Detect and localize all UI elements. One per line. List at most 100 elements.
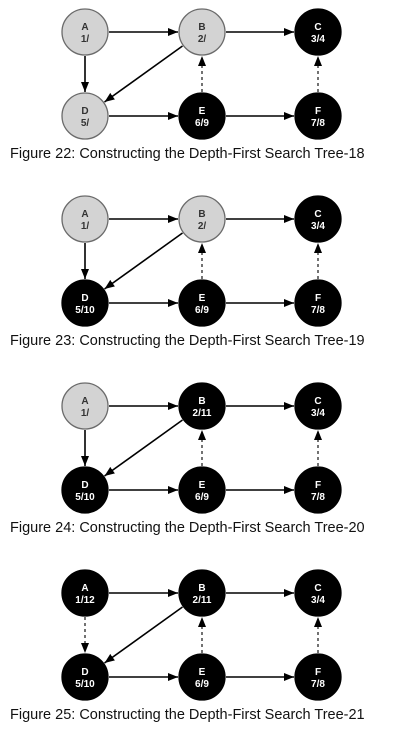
node-circle	[294, 279, 342, 327]
figure-caption: Figure 25: Constructing the Depth-First …	[10, 707, 365, 723]
node-circle	[61, 195, 109, 243]
node-f: F7/8	[294, 92, 342, 140]
node-label: E	[199, 667, 206, 678]
node-time: 7/8	[311, 679, 325, 690]
node-time: 5/10	[75, 679, 95, 690]
node-label: C	[314, 22, 321, 33]
node-label: D	[81, 293, 88, 304]
figure-caption: Figure 24: Constructing the Depth-First …	[10, 520, 365, 536]
node-time: 1/	[81, 34, 90, 45]
node-b: B2/11	[178, 382, 226, 430]
node-d: D5/10	[61, 279, 109, 327]
node-label: E	[199, 293, 206, 304]
node-a: A1/	[61, 382, 109, 430]
node-label: C	[314, 209, 321, 220]
node-b: B2/	[178, 195, 226, 243]
node-d: D5/10	[61, 466, 109, 514]
node-circle	[294, 195, 342, 243]
node-time: 2/	[198, 221, 207, 232]
node-label: A	[81, 209, 88, 220]
node-d: D5/	[61, 92, 109, 140]
node-a: A1/12	[61, 569, 109, 617]
node-time: 6/9	[195, 679, 209, 690]
edge-b-d	[104, 45, 183, 103]
node-e: E6/9	[178, 653, 226, 701]
node-circle	[61, 8, 109, 56]
node-label: F	[315, 480, 321, 491]
node-label: A	[81, 22, 88, 33]
node-f: F7/8	[294, 279, 342, 327]
node-time: 6/9	[195, 305, 209, 316]
node-time: 3/4	[311, 408, 325, 419]
node-c: C3/4	[294, 382, 342, 430]
node-c: C3/4	[294, 8, 342, 56]
node-c: C3/4	[294, 569, 342, 617]
node-time: 3/4	[311, 34, 325, 45]
node-time: 2/	[198, 34, 207, 45]
node-label: D	[81, 106, 88, 117]
node-label: B	[198, 22, 205, 33]
node-b: B2/11	[178, 569, 226, 617]
node-label: E	[199, 106, 206, 117]
node-time: 3/4	[311, 221, 325, 232]
node-time: 7/8	[311, 118, 325, 129]
node-circle	[178, 382, 226, 430]
node-time: 2/11	[193, 408, 212, 419]
node-circle	[61, 569, 109, 617]
node-e: E6/9	[178, 92, 226, 140]
node-time: 7/8	[311, 492, 325, 503]
node-circle	[294, 569, 342, 617]
edge-b-d	[104, 232, 183, 290]
figure-caption: Figure 23: Constructing the Depth-First …	[10, 333, 365, 349]
node-time: 7/8	[311, 305, 325, 316]
node-d: D5/10	[61, 653, 109, 701]
node-c: C3/4	[294, 195, 342, 243]
node-time: 1/	[81, 408, 90, 419]
node-circle	[178, 569, 226, 617]
node-label: B	[198, 396, 205, 407]
node-f: F7/8	[294, 466, 342, 514]
node-circle	[178, 195, 226, 243]
node-circle	[294, 382, 342, 430]
dfs-graph: A1/B2/C3/4D5/E6/9 F7/8	[61, 8, 342, 140]
node-time: 5/10	[75, 305, 95, 316]
node-time: 5/	[81, 118, 90, 129]
node-time: 6/9	[195, 118, 209, 129]
node-circle	[61, 382, 109, 430]
figure-caption: Figure 22: Constructing the Depth-First …	[10, 146, 365, 162]
node-circle	[294, 92, 342, 140]
node-circle	[178, 653, 226, 701]
node-label: F	[315, 293, 321, 304]
node-time: 1/12	[75, 595, 95, 606]
node-a: A1/	[61, 8, 109, 56]
node-time: 6/9	[195, 492, 209, 503]
node-label: D	[81, 667, 88, 678]
node-circle	[178, 92, 226, 140]
node-label: B	[198, 583, 205, 594]
edge-b-d	[104, 606, 183, 664]
node-circle	[61, 653, 109, 701]
node-label: C	[314, 583, 321, 594]
node-b: B2/	[178, 8, 226, 56]
node-label: F	[315, 106, 321, 117]
node-label: B	[198, 209, 205, 220]
node-label: E	[199, 480, 206, 491]
node-label: A	[81, 583, 88, 594]
node-circle	[294, 8, 342, 56]
node-circle	[61, 279, 109, 327]
node-circle	[178, 8, 226, 56]
dfs-graph: A1/B2/11 C3/4D5/10 E6/9 F7/8	[61, 382, 342, 514]
node-label: A	[81, 396, 88, 407]
node-time: 3/4	[311, 595, 325, 606]
node-circle	[294, 466, 342, 514]
node-e: E6/9	[178, 466, 226, 514]
node-time: 1/	[81, 221, 90, 232]
node-label: D	[81, 480, 88, 491]
node-circle	[178, 466, 226, 514]
edge-b-d	[104, 419, 183, 477]
node-e: E6/9	[178, 279, 226, 327]
node-label: C	[314, 396, 321, 407]
